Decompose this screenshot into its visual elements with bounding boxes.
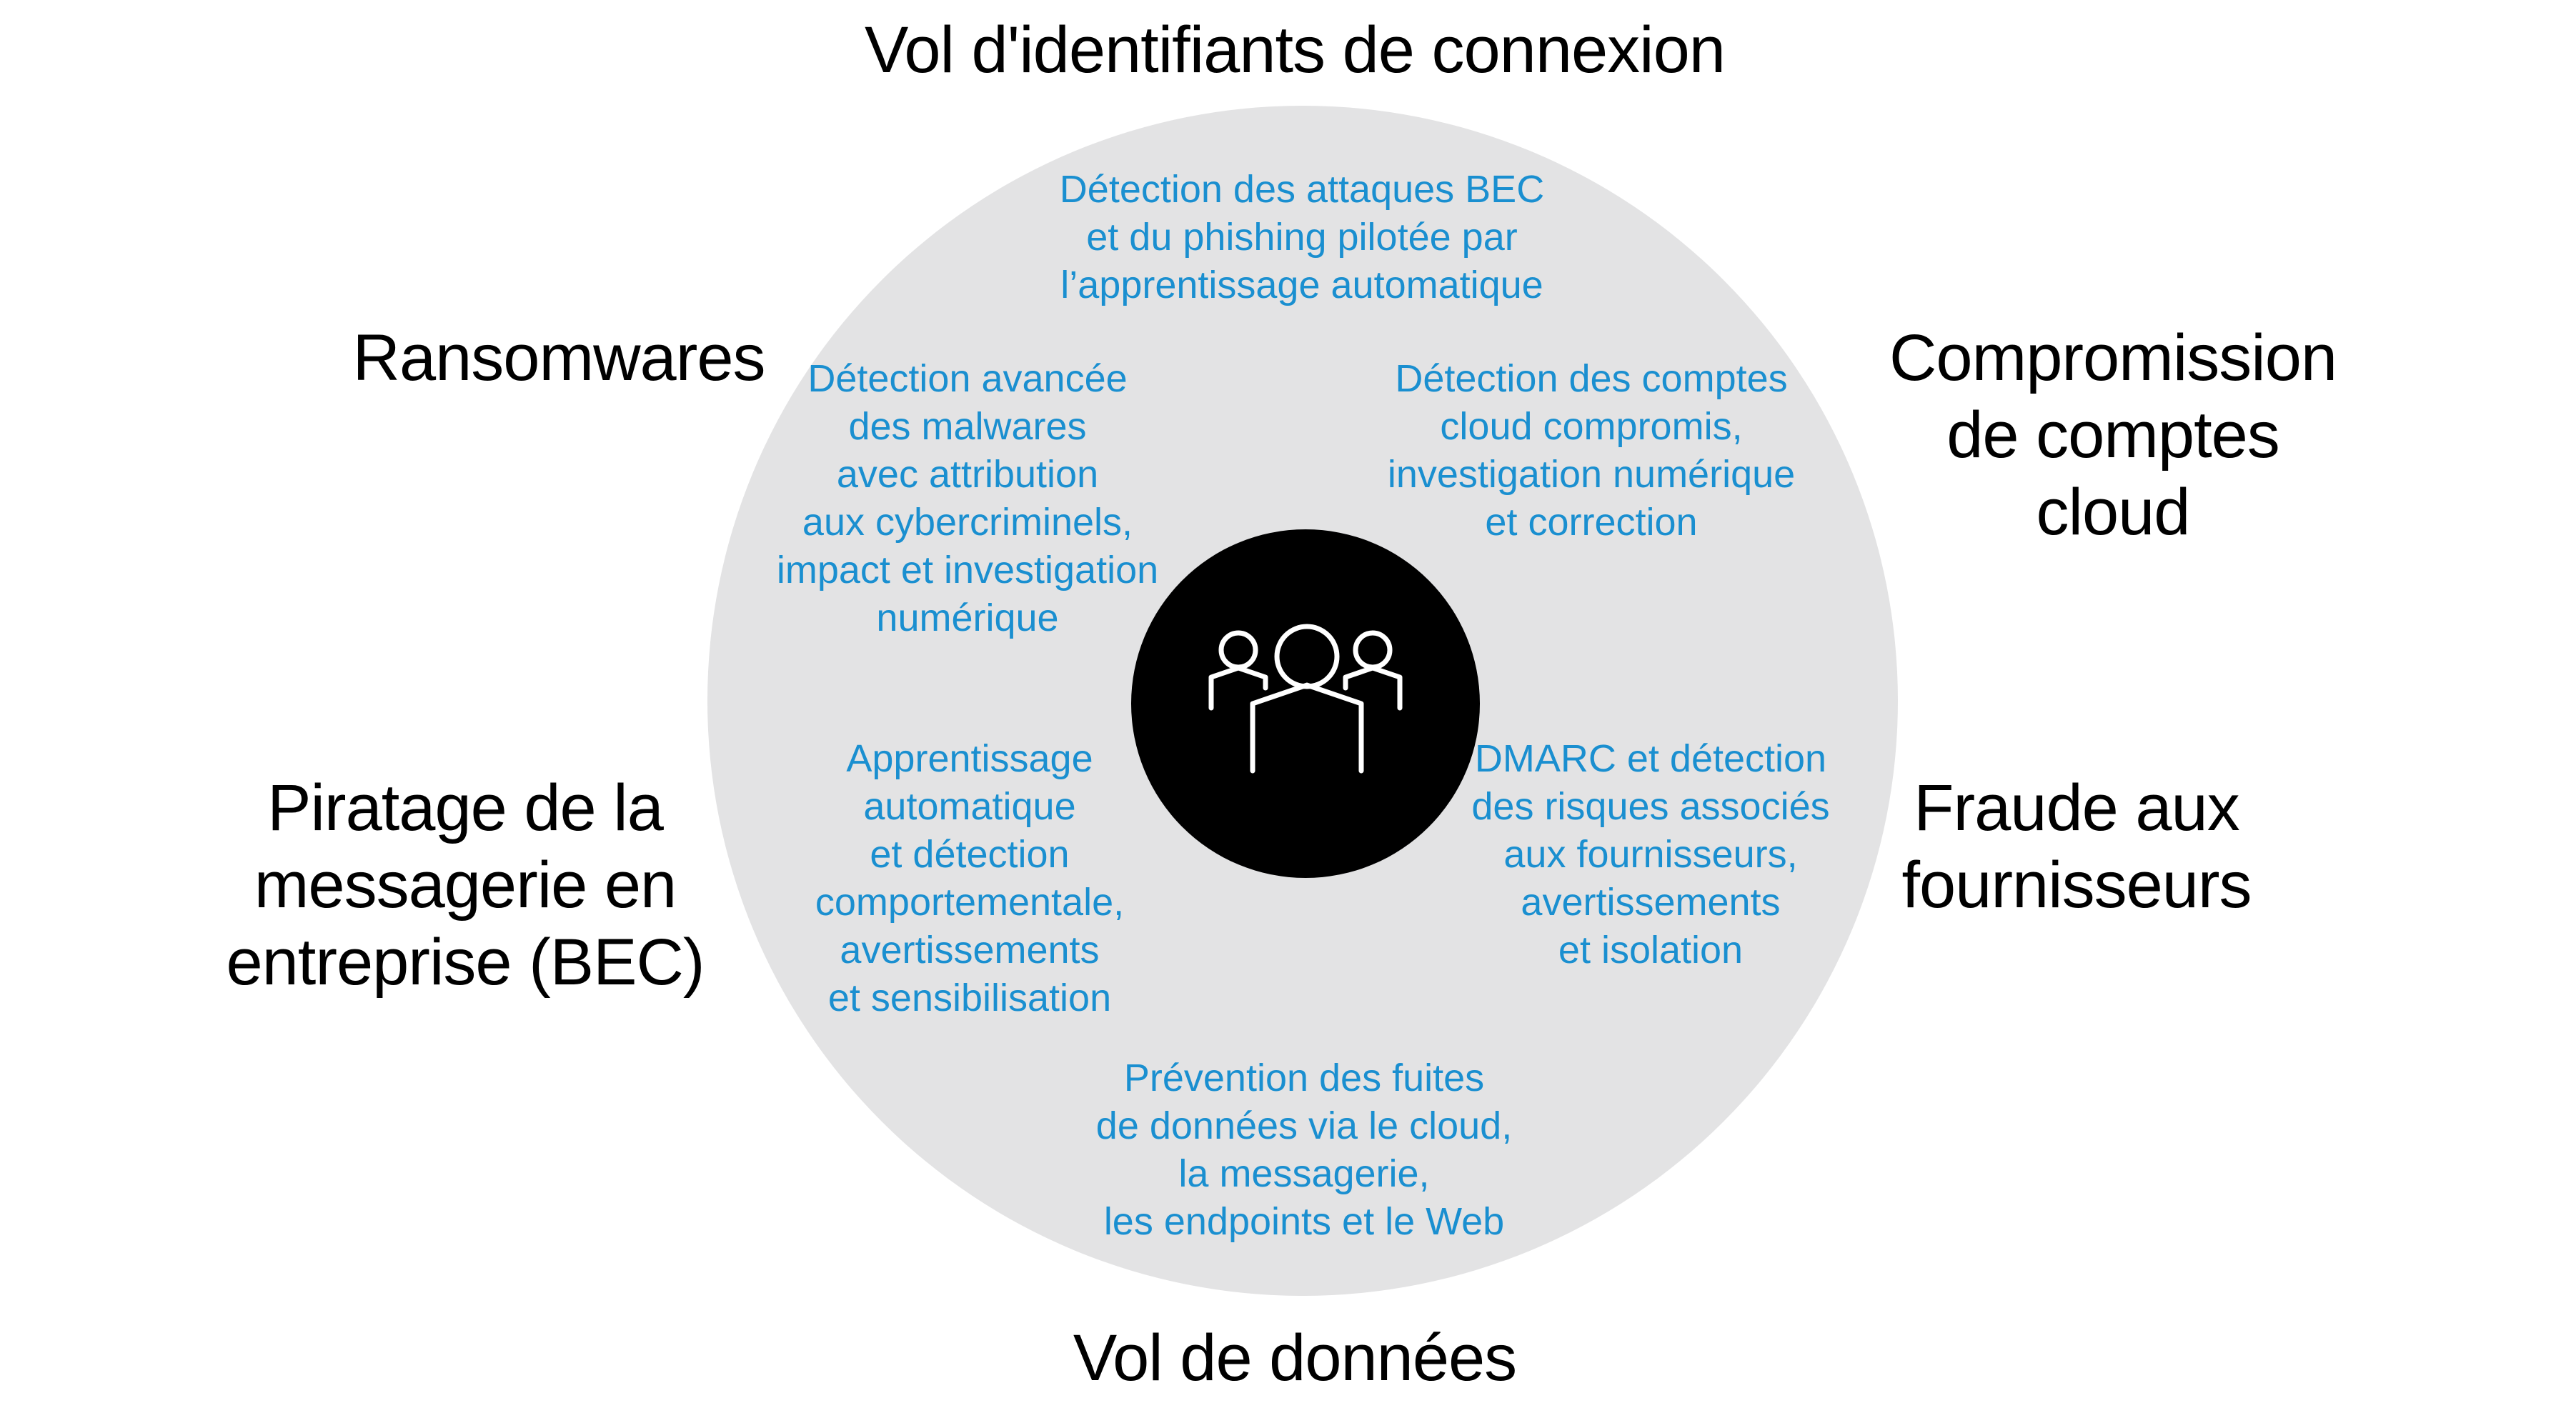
threat-data-theft: Vol de données — [1073, 1322, 1517, 1394]
solution-bec-phishing-detection: Détection des attaques BEC et du phishin… — [1059, 168, 1545, 306]
people-group-icon — [1208, 624, 1403, 774]
threat-supplier-fraud: Fraude aux fournisseurs — [1901, 772, 2252, 922]
threat-credential-theft: Vol d'identifiants de connexion — [865, 14, 1726, 86]
solution-malware-detection: Détection avancée des malwares avec attr… — [776, 357, 1159, 639]
solution-cloud-account-detection: Détection des comptes cloud compromis, i… — [1387, 357, 1796, 544]
threat-bec: Piratage de la messagerie en entreprise … — [226, 772, 705, 999]
threat-cloud-account-compromise: Compromission de comptes cloud — [1889, 321, 2337, 549]
solution-dmarc-supplier-risk: DMARC et détection des risques associés … — [1471, 737, 1830, 972]
threat-ransomware: Ransomwares — [352, 321, 766, 394]
solution-data-loss-prevention: Prévention des fuites de données via le … — [1095, 1057, 1513, 1243]
solution-behavioral-ml: Apprentissage automatique et détection c… — [815, 737, 1125, 1019]
center-hub — [1131, 529, 1480, 878]
